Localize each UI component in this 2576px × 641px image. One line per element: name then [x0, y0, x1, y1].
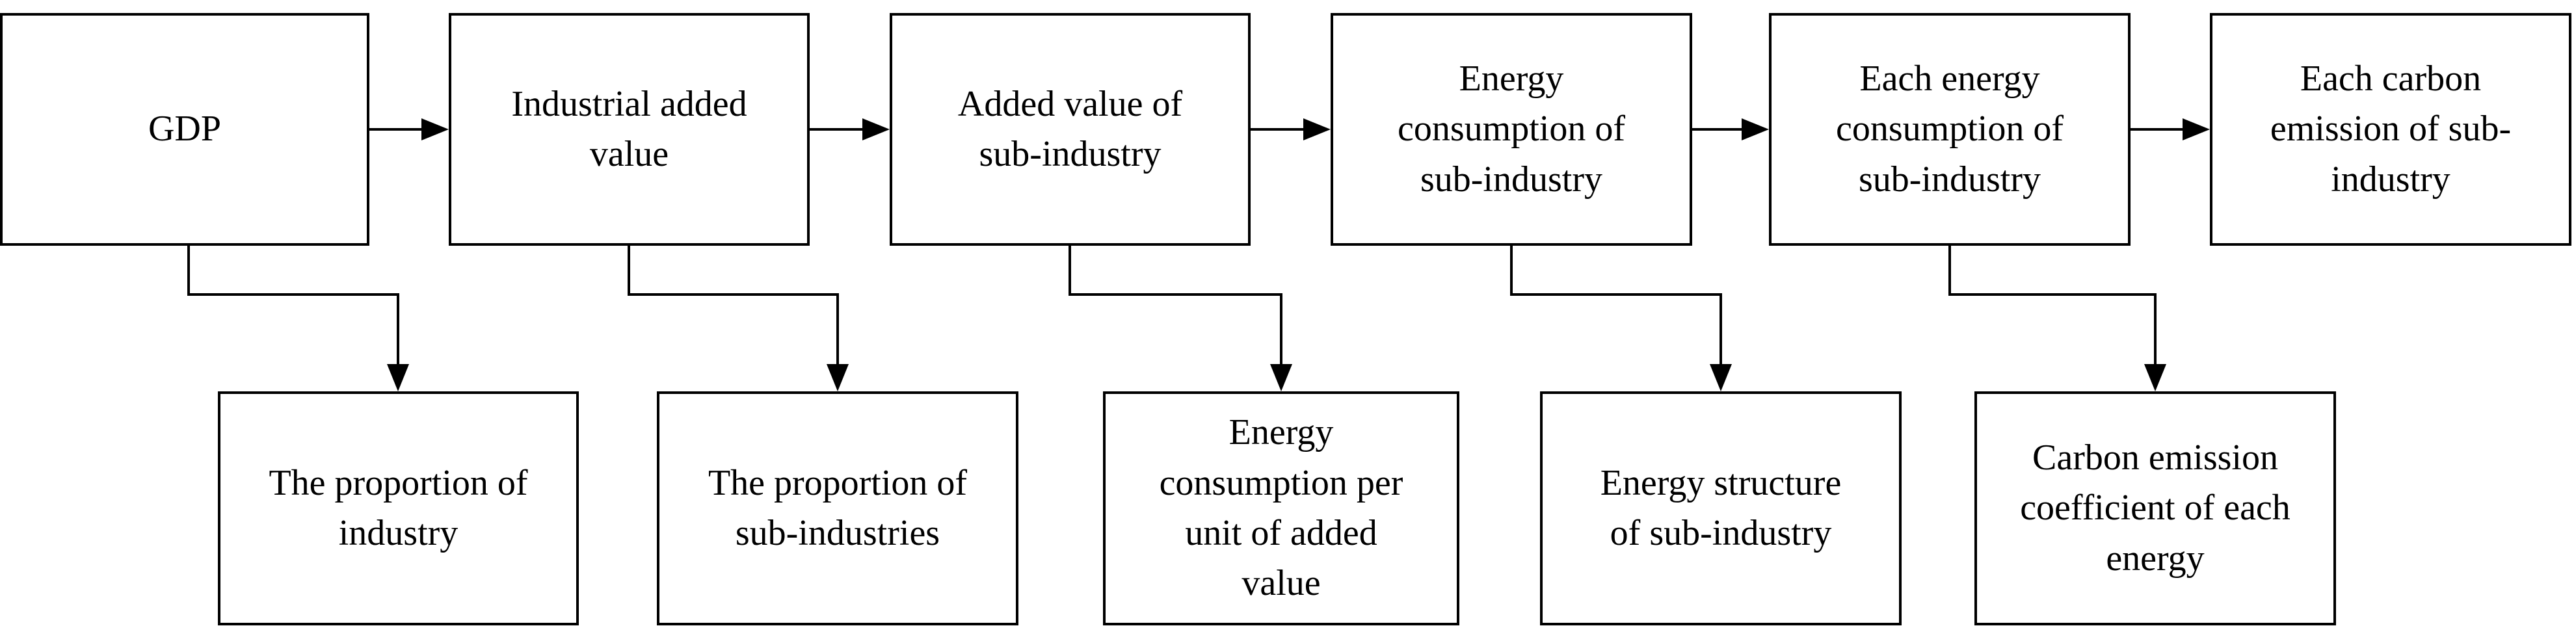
node-label: The proportion of industry: [269, 462, 528, 553]
node-label: Each energy consumption of sub-industry: [1836, 59, 2064, 200]
node-industrial-added-value: Industrial added value: [449, 13, 810, 246]
node-label: Energy consumption per unit of added val…: [1159, 412, 1403, 604]
arrowhead-down: [827, 364, 849, 391]
elbow-subindustry-to-intensity: [1069, 246, 1282, 364]
arrowhead-down: [1710, 364, 1732, 391]
node-proportion-of-sub-industries: The proportion of sub-industries: [657, 391, 1018, 625]
node-carbon-coefficient: Carbon emission coefficient of each ener…: [1974, 391, 2336, 625]
node-each-energy-consumption: Each energy consumption of sub-industry: [1769, 13, 2131, 246]
node-energy-structure: Energy structure of sub-industry: [1540, 391, 1902, 625]
node-label: Each carbon emission of sub- industry: [2270, 59, 2512, 200]
node-label: The proportion of sub-industries: [708, 462, 968, 553]
node-label: Industrial added value: [511, 83, 747, 174]
node-label: GDP: [148, 109, 222, 150]
arrowhead-down: [1270, 364, 1292, 391]
arrowhead-down: [2144, 364, 2166, 391]
node-energy-intensity: Energy consumption per unit of added val…: [1103, 391, 1459, 625]
elbow-energy-to-structure: [1510, 246, 1722, 364]
arrowhead-right: [1303, 118, 1331, 140]
arrowhead-down: [387, 364, 409, 391]
node-added-value-sub-industry: Added value of sub-industry: [890, 13, 1251, 246]
node-label: Energy structure of sub-industry: [1600, 462, 1842, 553]
node-label: Carbon emission coefficient of each ener…: [2020, 438, 2291, 579]
node-carbon-emission: Each carbon emission of sub- industry: [2210, 13, 2571, 246]
node-gdp: GDP: [0, 13, 369, 246]
node-label: Added value of sub-industry: [957, 83, 1183, 174]
arrowhead-right: [2183, 118, 2210, 140]
arrowhead-right: [862, 118, 890, 140]
arrowhead-right: [421, 118, 449, 140]
elbow-each-energy-to-coefficient: [1948, 246, 2157, 364]
node-energy-consumption-sub-industry: Energy consumption of sub-industry: [1331, 13, 1692, 246]
elbow-industrial-to-sub-proportion: [628, 246, 839, 364]
node-proportion-of-industry: The proportion of industry: [218, 391, 579, 625]
elbow-gdp-to-industry-proportion: [187, 246, 399, 364]
node-label: Energy consumption of sub-industry: [1398, 59, 1625, 200]
arrowhead-right: [1742, 118, 1769, 140]
